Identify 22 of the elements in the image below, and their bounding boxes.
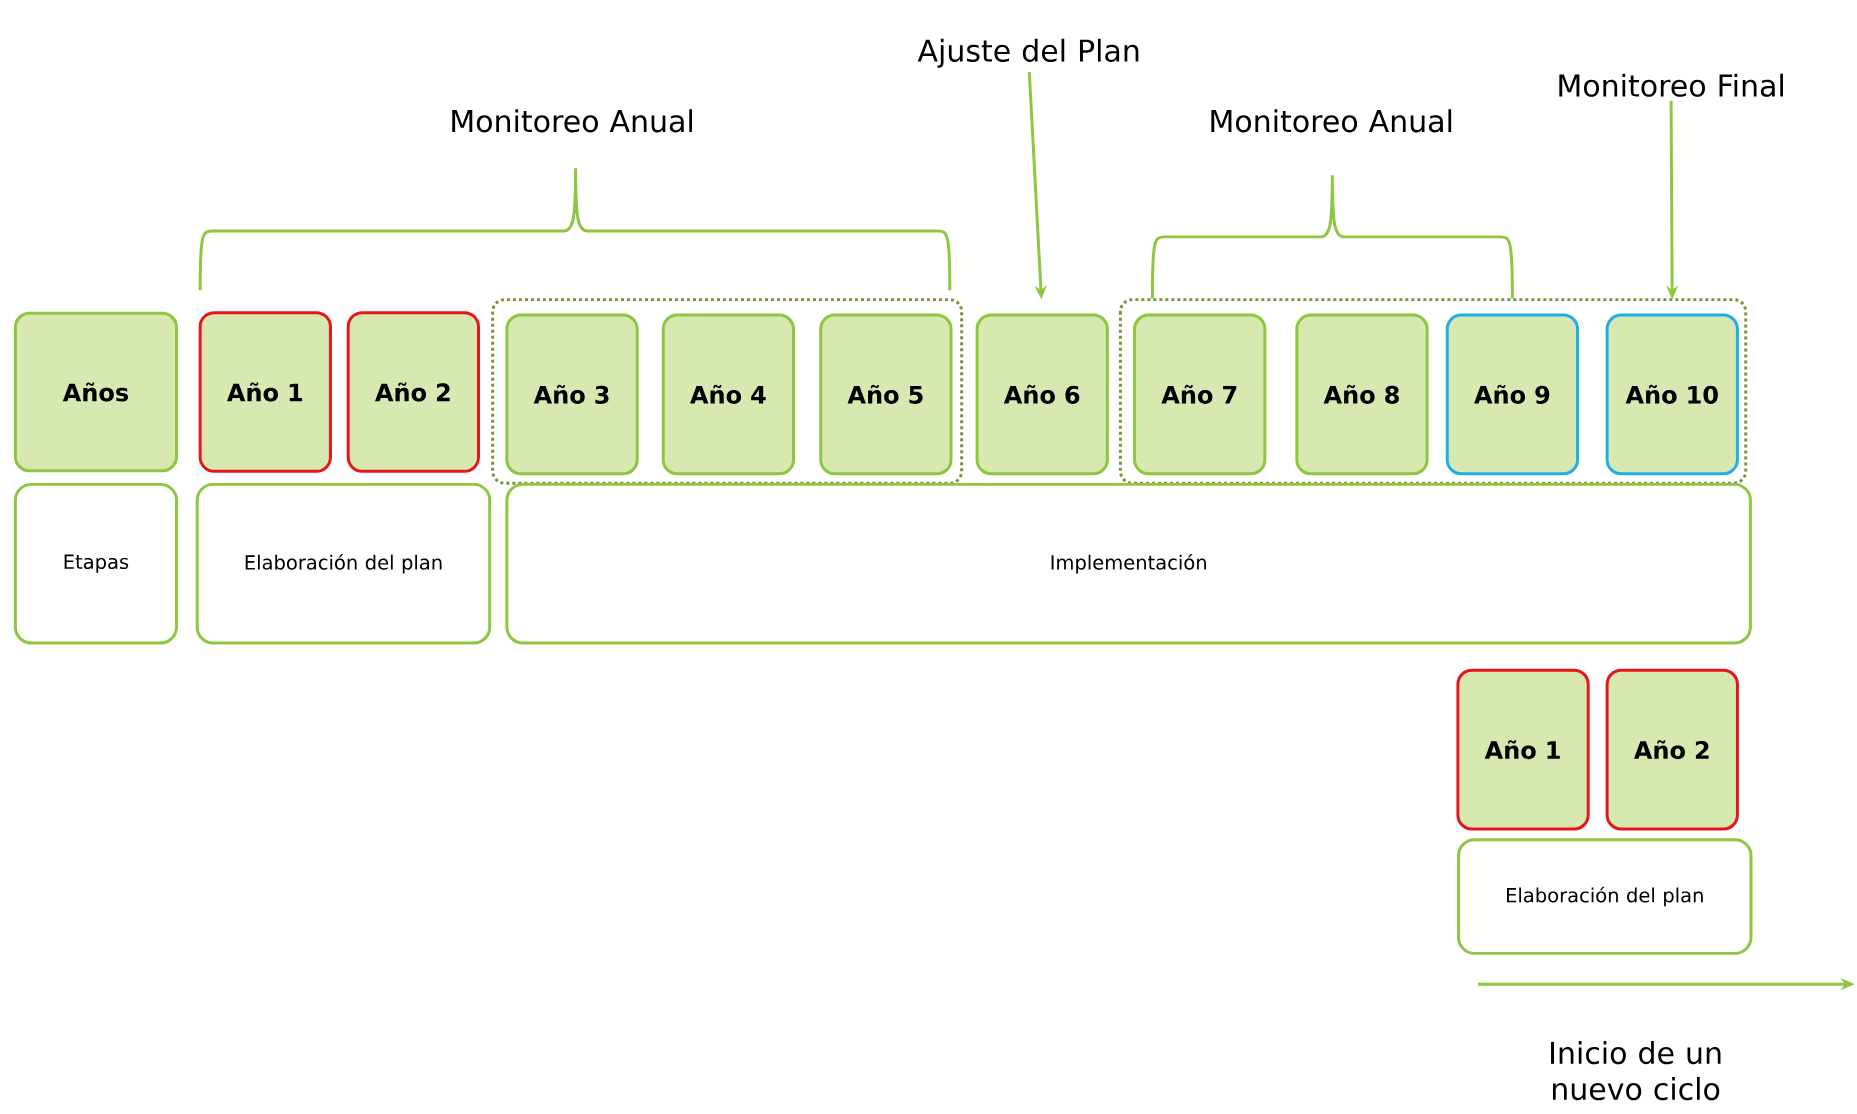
year-box: Año 8	[1295, 313, 1429, 475]
stage-box: Etapas	[13, 482, 178, 645]
annotation-text: Monitoreo Final	[1559, 73, 1783, 97]
year-box: Años	[13, 311, 178, 473]
year-box: Año 10	[1605, 313, 1739, 475]
heading-text: Monitoreo Anual	[1211, 109, 1452, 133]
annotation-text: Ajuste del Plan	[917, 38, 1139, 68]
stage-box: Elaboración del plan	[195, 482, 492, 645]
year-box: Año 2	[346, 310, 480, 473]
heading-text: Inicio de un nuevo ciclo	[1551, 1040, 1721, 1100]
stage-box: Implementación	[505, 482, 1752, 645]
year-box: Año 4	[661, 313, 795, 475]
year-box: Año 9	[1445, 313, 1579, 475]
year-box: Año 2	[1605, 668, 1739, 831]
year-box: Año 1	[198, 310, 332, 473]
stage-box: Elaboración del plan	[1457, 838, 1753, 955]
year-box: Año 3	[505, 313, 639, 475]
year-box: Año 7	[1133, 313, 1267, 475]
year-box: Año 5	[819, 313, 953, 475]
heading-text: Monitoreo Anual	[452, 109, 692, 133]
year-box: Año 1	[1456, 668, 1590, 831]
year-box: Año 6	[975, 313, 1109, 475]
